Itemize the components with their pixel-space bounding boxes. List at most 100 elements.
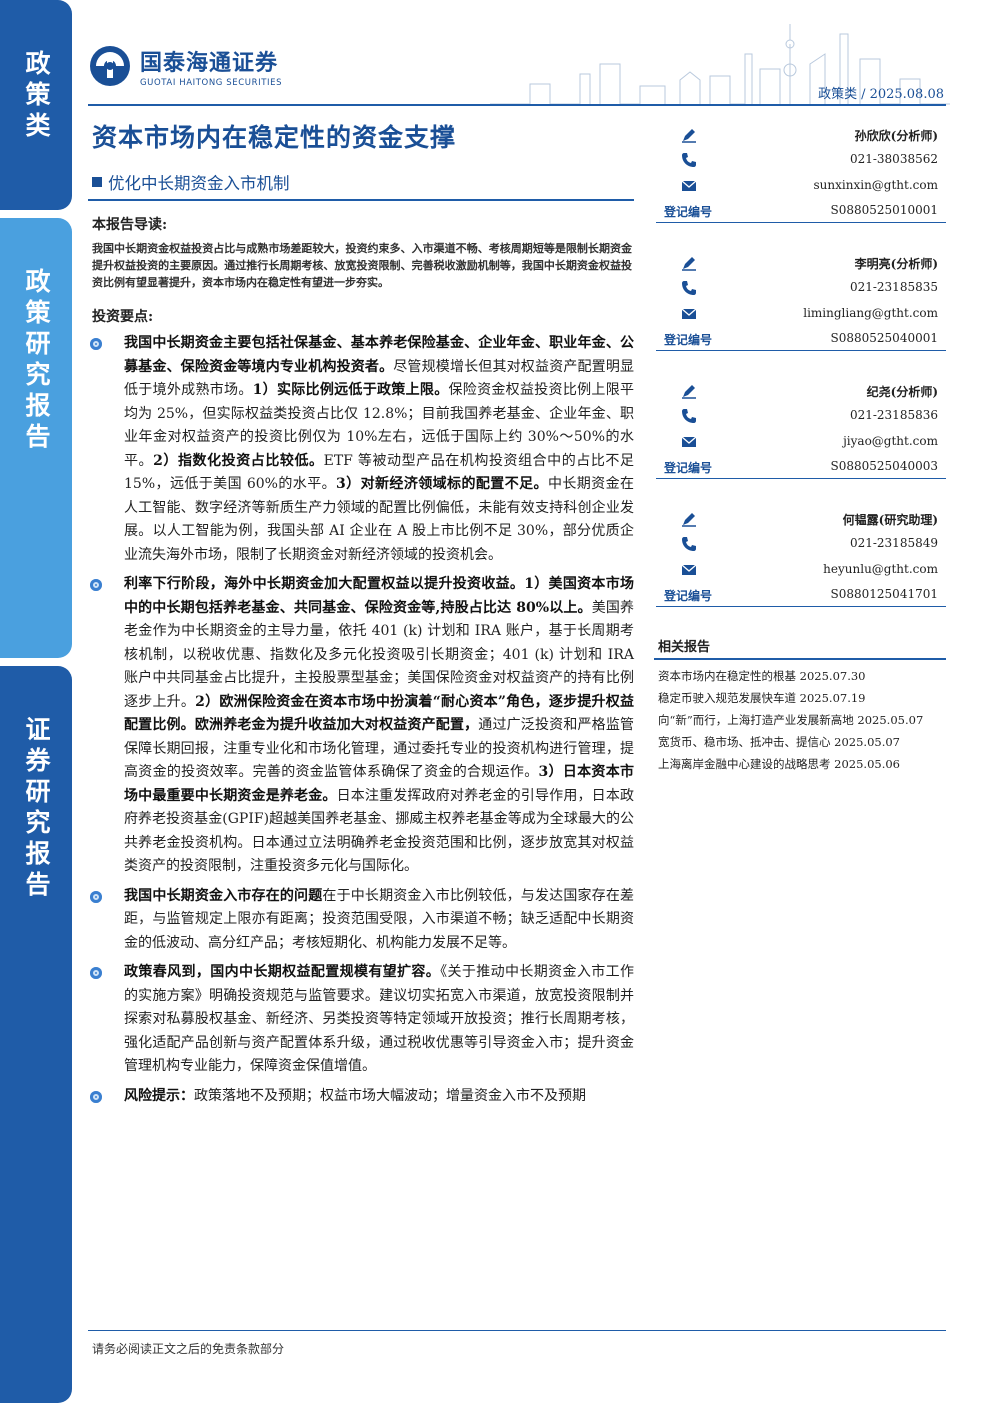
- disclaimer-notice: 请务必阅读正文之后的免责条款部分: [92, 1342, 285, 1356]
- points-heading: 投资要点:: [92, 309, 154, 325]
- header-category-date: 政策类/2025.08.08: [818, 83, 944, 102]
- analyst-row: 登记编号 S0880525040003: [656, 456, 946, 479]
- point-text: 《关于推动中长期资金入市工作的实施方案》明确投资规范与监管要求。建议切实拓宽入市…: [124, 964, 634, 1074]
- analyst-row: 登记编号 S0880525040001: [656, 328, 946, 351]
- sidebar-securities-label: 证券研究报告: [22, 716, 51, 902]
- point-text: ETF 等被动型产品在机构投资组合中的占比不足 15%，远低于美国 60%的水平…: [124, 452, 634, 493]
- report-subtitle-text: 优化中长期资金入市机制: [108, 174, 290, 193]
- registration-label: 登记编号: [664, 205, 713, 219]
- point-item: 我国中长期资金主要包括社保基金、基本养老保险基金、企业年金、职业年金、公募基金、…: [88, 332, 634, 567]
- analyst-row: sunxinxin@gtht.com: [656, 175, 946, 197]
- point-emphasis: 我国中长期资金主要包括社保基金、基本养老保险基金、企业年金、职业年金、公募基金、…: [124, 335, 634, 375]
- analyst-row: 孙欣欣(分析师): [656, 124, 946, 146]
- analyst-phone: 021-38038562: [849, 152, 938, 166]
- analyst-email[interactable]: sunxinxin@gtht.com: [813, 178, 938, 192]
- intro-text: 我国中长期资金权益投资占比与成熟市场差距较大，投资约束多、入市渠道不畅、考核周期…: [92, 242, 632, 289]
- analyst-registration: S0880525040001: [830, 331, 938, 345]
- point-item: 风险提示：政策落地不及预期；权益市场大幅波动；增量资金入市不及预期: [88, 1085, 634, 1109]
- related-report-link[interactable]: 上海离岸金融中心建设的战略思考 2025.05.06: [658, 757, 900, 771]
- pen-icon: [680, 382, 698, 400]
- related-report-link[interactable]: 资本市场内在稳定性的根基 2025.07.30: [658, 669, 866, 683]
- analyst-phone: 021-23185835: [849, 280, 938, 294]
- related-heading: 相关报告: [658, 640, 711, 655]
- analyst-email[interactable]: heyunlu@gtht.com: [823, 562, 938, 576]
- point-item: 我国中长期资金入市存在的问题在于中长期资金入市比例较低，与发达国家存在差距，与监…: [88, 885, 634, 956]
- analyst-card: 李明亮(分析师) 021-23185835 limingliang@gtht.com…: [656, 246, 946, 374]
- related-report-link[interactable]: 向“新”而行，上海打造产业发展新高地 2025.05.07: [658, 713, 924, 727]
- analyst-name: 李明亮(分析师): [854, 257, 938, 271]
- registration-label: 登记编号: [664, 333, 713, 347]
- point-text: 通过广泛投资和严格监管保障长期回报，注重专业化和市场化管理，通过委托专业的投资机…: [124, 717, 635, 780]
- bullet-dot-icon: [90, 967, 102, 979]
- logo-cn-text: 国泰海通证券: [140, 50, 279, 76]
- point-item: 政策春风到，国内中长期权益配置规模有望扩容。《关于推动中长期资金入市工作的实施方…: [88, 961, 634, 1079]
- pen-icon: [680, 254, 698, 272]
- analyst-card: 孙欣欣(分析师) 021-38038562 sunxinxin@gtht.com 登记…: [656, 118, 946, 246]
- header-separator: /: [861, 87, 866, 102]
- sidebar-category-label: 政策类: [22, 50, 51, 143]
- point-text: 日本注重发挥政府对养老金的引导作用，日本政府养老投资基金(GPIF)超越美国养老…: [124, 787, 635, 875]
- analyst-row: 021-23185849: [656, 533, 946, 555]
- related-report-link[interactable]: 稳定币驶入规范发展快车道 2025.07.19: [658, 691, 866, 705]
- report-subtitle: 优化中长期资金入市机制: [92, 170, 290, 194]
- analyst-name: 何韫露(研究助理): [842, 513, 938, 527]
- sidebar-securities: 证券研究报告: [0, 666, 72, 1403]
- analyst-registration: S0880525010001: [830, 203, 938, 217]
- analyst-row: 021-38038562: [656, 149, 946, 171]
- pen-icon: [680, 126, 698, 144]
- registration-label: 登记编号: [664, 461, 713, 475]
- point-text: 保险资金权益投资比例上限平均为 25%，但实际权益类投资占比仅 12.8%；目前…: [124, 382, 634, 469]
- point-text: 美国养老金作为中长期资金的主导力量，依托 401 (k) 计划和 IRA 账户，…: [124, 599, 634, 710]
- related-list: 资本市场内在稳定性的根基 2025.07.30 稳定币驶入规范发展快车道 2025…: [658, 668, 948, 778]
- bullet-dot-icon: [90, 338, 102, 350]
- point-emphasis: 3）对新经济领域标的配置不足。: [336, 476, 548, 492]
- point-item: 利率下行阶段，海外中长期资金加大配置权益以提升投资收益。1）美国资本市场中的中长…: [88, 573, 634, 879]
- analyst-row: 李明亮(分析师): [656, 252, 946, 274]
- bullet-dot-icon: [90, 579, 102, 591]
- point-text: 尽管规模增长但其对权益资产配置明显低于境外成熟市场。: [124, 358, 635, 399]
- point-emphasis: 我国中长期资金入市存在的问题: [124, 887, 323, 904]
- mail-icon: [680, 433, 698, 451]
- phone-icon: [680, 151, 698, 169]
- point-emphasis: 2）欧洲保险资金在资本市场中扮演着“耐心资本”角色，逐步提升权益配置比例。欧洲养…: [124, 693, 634, 734]
- analyst-email[interactable]: limingliang@gtht.com: [803, 306, 938, 320]
- analyst-row: 021-23185835: [656, 277, 946, 299]
- analyst-registration: S0880525040003: [830, 459, 938, 473]
- analyst-row: 何韫露(研究助理): [656, 508, 946, 530]
- mail-icon: [680, 305, 698, 323]
- point-emphasis: 2）指数化投资占比较低。: [153, 452, 324, 469]
- related-report-link[interactable]: 宽货币、稳市场、抵冲击、提信心 2025.05.07: [658, 735, 900, 749]
- point-emphasis: 3）日本资本市场中最重要中长期资金是养老金。: [124, 764, 634, 804]
- mail-icon: [680, 177, 698, 195]
- bullet-dot-icon: [90, 1090, 102, 1103]
- bullet-dot-icon: [90, 890, 102, 903]
- mail-icon: [680, 561, 698, 579]
- logo-mark-icon: [90, 46, 130, 86]
- analyst-list: 孙欣欣(分析师) 021-38038562 sunxinxin@gtht.com 登记…: [656, 118, 946, 630]
- registration-label: 登记编号: [664, 589, 713, 603]
- analyst-row: 登记编号 S0880525010001: [656, 200, 946, 223]
- pen-icon: [680, 510, 698, 528]
- analyst-name: 纪尧(分析师): [866, 385, 938, 399]
- report-title: 资本市场内在稳定性的资金支撑: [92, 123, 457, 152]
- point-emphasis: 1）实际比例远低于政策上限。: [252, 382, 449, 398]
- related-divider: [654, 658, 946, 660]
- point-emphasis: 政策春风到，国内中长期权益配置规模有望扩容。: [124, 964, 441, 980]
- analyst-name: 孙欣欣(分析师): [854, 129, 938, 143]
- analyst-row: 021-23185836: [656, 405, 946, 427]
- company-logo: 国泰海通证券 GUOTAI HAITONG SECURITIES: [88, 44, 282, 88]
- points-list: 我国中长期资金主要包括社保基金、基本养老保险基金、企业年金、职业年金、公募基金、…: [88, 332, 634, 1114]
- sidebar: 政策类 政策研究报告 证券研究报告: [0, 0, 72, 1403]
- phone-icon: [680, 407, 698, 425]
- analyst-row: jiyao@gtht.com: [656, 431, 946, 453]
- footer-divider: [88, 1330, 946, 1331]
- analyst-email[interactable]: jiyao@gtht.com: [843, 434, 938, 448]
- analyst-row: 纪尧(分析师): [656, 380, 946, 402]
- analyst-card: 何韫露(研究助理) 021-23185849 heyunlu@gtht.com 登记编…: [656, 502, 946, 630]
- header-category: 政策类: [818, 87, 858, 102]
- logo-en-text: GUOTAI HAITONG SECURITIES: [140, 77, 283, 88]
- analyst-phone: 021-23185849: [849, 536, 938, 550]
- analyst-card: 纪尧(分析师) 021-23185836 jiyao@gtht.com 登记编号 S08…: [656, 374, 946, 502]
- sidebar-category: 政策类: [0, 0, 72, 210]
